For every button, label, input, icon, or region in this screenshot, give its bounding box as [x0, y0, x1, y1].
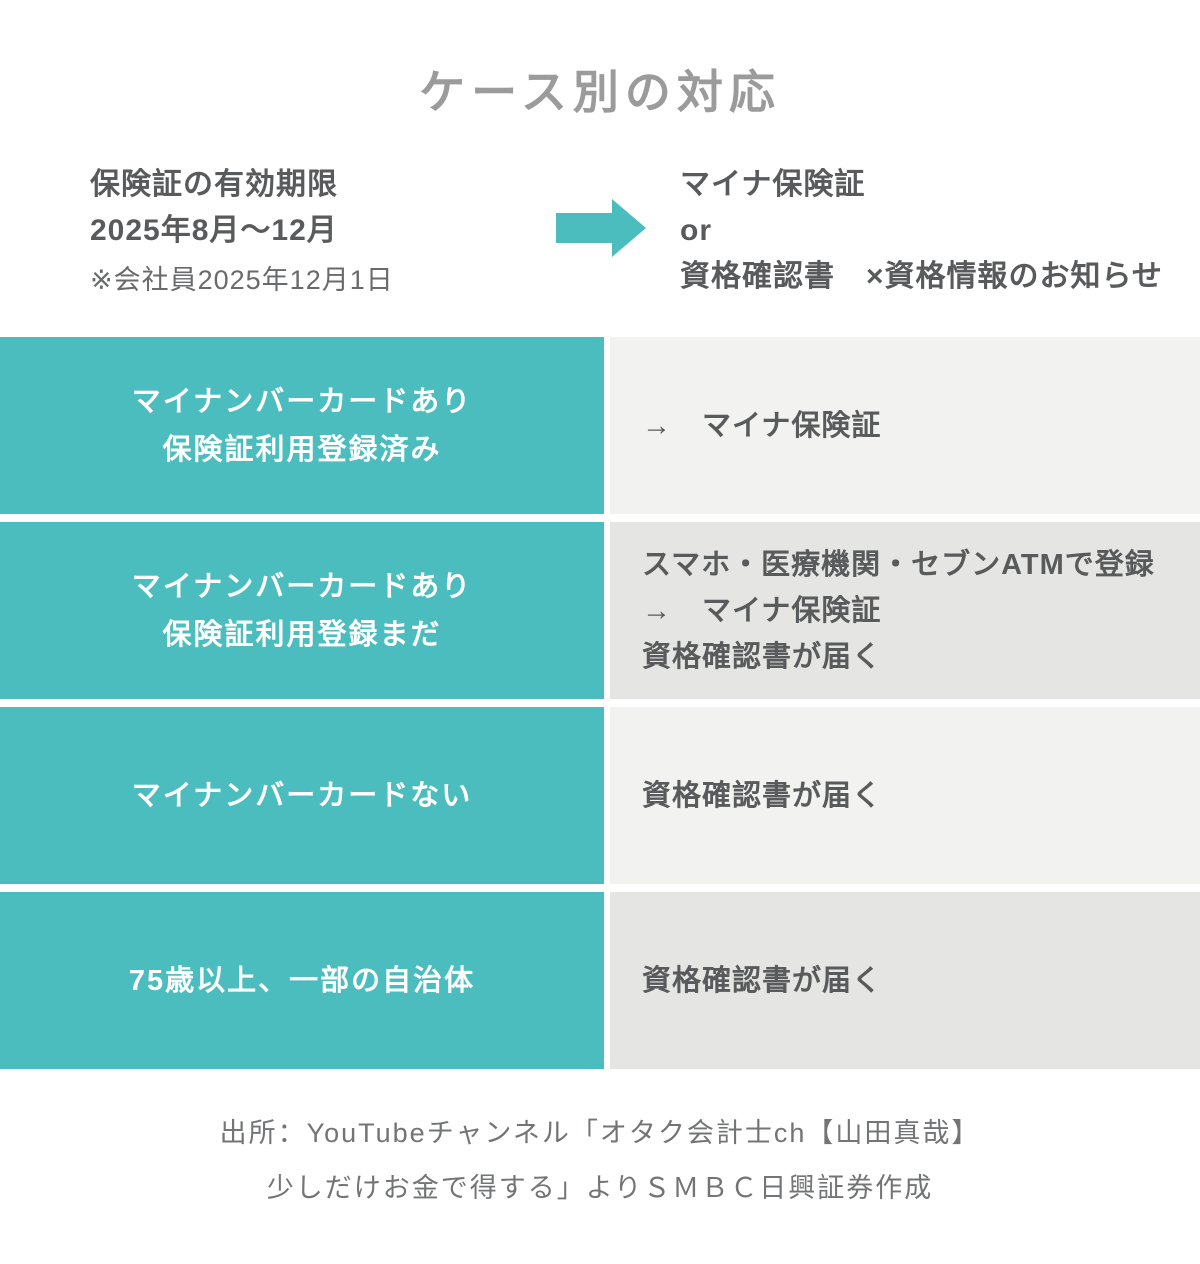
result-cell-myna-insurance: → マイナ保険証	[610, 337, 1200, 514]
result-cell-certificate-sent-1: 資格確認書が届く	[610, 707, 1200, 884]
table-row-3: マイナンバーカードない 資格確認書が届く	[0, 707, 1200, 884]
table-row-1: マイナンバーカードあり 保険証利用登録済み → マイナ保険証	[0, 337, 1200, 514]
case-cell-mynumber-not-registered: マイナンバーカードあり 保険証利用登録まだ	[0, 522, 604, 699]
arrow-head	[612, 199, 646, 257]
case-cell-over-75: 75歳以上、一部の自治体	[0, 892, 604, 1069]
case-table: マイナンバーカードあり 保険証利用登録済み → マイナ保険証 マイナンバーカード…	[0, 337, 1200, 1069]
arrow-shaft	[556, 213, 612, 243]
header-condition-block: 保険証の有効期限 2025年8月～12月 ※会社員2025年12月1日	[90, 162, 394, 300]
source-line-2: 少しだけお金で得する」よりＳＭＢＣ日興証券作成	[266, 1173, 934, 1203]
case-line: マイナンバーカードない	[131, 779, 473, 812]
source-line-1: 出所：YouTubeチャンネル「オタク会計士ch【山田真哉】	[219, 1118, 981, 1148]
result-line: スマホ・医療機関・セブンATMで登録	[642, 548, 1155, 581]
result-cell-register-options: スマホ・医療機関・セブンATMで登録 → マイナ保険証 資格確認書が届く	[610, 522, 1200, 699]
result-line: → マイナ保険証	[642, 594, 882, 627]
expiry-period-label: 2025年8月～12月	[90, 214, 338, 247]
page-title: ケース別の対応	[419, 66, 781, 118]
company-employee-note: ※会社員2025年12月1日	[90, 265, 394, 295]
insurance-card-expiry-label: 保険証の有効期限	[90, 168, 338, 201]
certificate-label: 資格確認書 ×資格情報のお知らせ	[680, 260, 1163, 293]
result-line: → マイナ保険証	[642, 409, 882, 442]
case-line: マイナンバーカードあり	[131, 385, 473, 418]
result-line: 資格確認書が届く	[642, 964, 883, 997]
right-arrow-icon	[556, 199, 646, 257]
case-line: 保険証利用登録済み	[162, 433, 442, 466]
result-line: 資格確認書が届く	[642, 779, 883, 812]
header-result-block: マイナ保険証 or 資格確認書 ×資格情報のお知らせ	[680, 162, 1200, 300]
case-line: 保険証利用登録まだ	[162, 618, 442, 651]
or-label: or	[680, 214, 712, 247]
source-attribution: 出所：YouTubeチャンネル「オタク会計士ch【山田真哉】 少しだけお金で得す…	[0, 1106, 1200, 1216]
table-row-2: マイナンバーカードあり 保険証利用登録まだ スマホ・医療機関・セブンATMで登録…	[0, 522, 1200, 699]
result-cell-certificate-sent-2: 資格確認書が届く	[610, 892, 1200, 1069]
case-cell-mynumber-registered: マイナンバーカードあり 保険証利用登録済み	[0, 337, 604, 514]
case-cell-no-mynumber: マイナンバーカードない	[0, 707, 604, 884]
case-line: 75歳以上、一部の自治体	[128, 964, 476, 997]
table-row-4: 75歳以上、一部の自治体 資格確認書が届く	[0, 892, 1200, 1069]
myna-insurance-label: マイナ保険証	[680, 168, 866, 201]
case-line: マイナンバーカードあり	[131, 570, 473, 603]
result-line: 資格確認書が届く	[642, 640, 883, 673]
